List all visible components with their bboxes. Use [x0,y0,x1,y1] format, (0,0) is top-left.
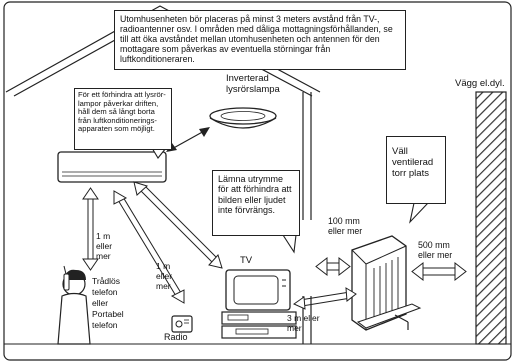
outdoor-unit [351,235,422,331]
tv-note: Lämna utrymme för att förhindra att bild… [212,170,300,236]
dist-radio-label: 1 m eller mer [156,261,173,291]
tv-icon [221,269,297,339]
inverter-lamp-label: Inverterad lysrörslampa [226,73,280,95]
dist-phone-label: 1 m eller mer [96,231,113,261]
arrow-unit-lamp [166,127,210,152]
inverter-lamp-icon [209,107,277,129]
phone-label: Trådlös telefon eller Portabel telefon [92,276,124,330]
dist-outdoor-label: 3 m eller mer [287,313,320,333]
arrow-tv-outdoor [292,287,357,310]
right-wall-hatched [475,91,507,345]
arrow-500mm [411,261,467,282]
indoor-unit [57,151,167,183]
top-notice: Utomhusenheten bör placeras på minst 3 m… [114,10,406,70]
callout-tail-fluorescent [151,147,167,159]
callout-tail-outdoor [409,202,429,224]
arrow-100mm [315,256,351,277]
wall-label: Vägg el.dyl. [455,78,505,89]
dist-100mm-label: 100 mm eller mer [328,216,363,237]
outer-frame [3,1,512,361]
outdoor-note: Väll ventilerad torr plats [386,136,446,204]
arrow-unit-tv [133,181,223,269]
tv-label: TV [240,255,253,266]
arrow-unit-phone [82,187,99,271]
callout-tail-tv [282,234,297,254]
radio-icon [171,315,193,333]
radio-label: Radio [164,332,188,342]
phone-person-icon [57,265,91,345]
dist-500mm-label: 500 mm eller mer [418,240,453,261]
arrow-unit-radio [113,190,185,304]
fluorescent-note: För ett förhindra att lysrör-lampor påve… [74,88,172,150]
